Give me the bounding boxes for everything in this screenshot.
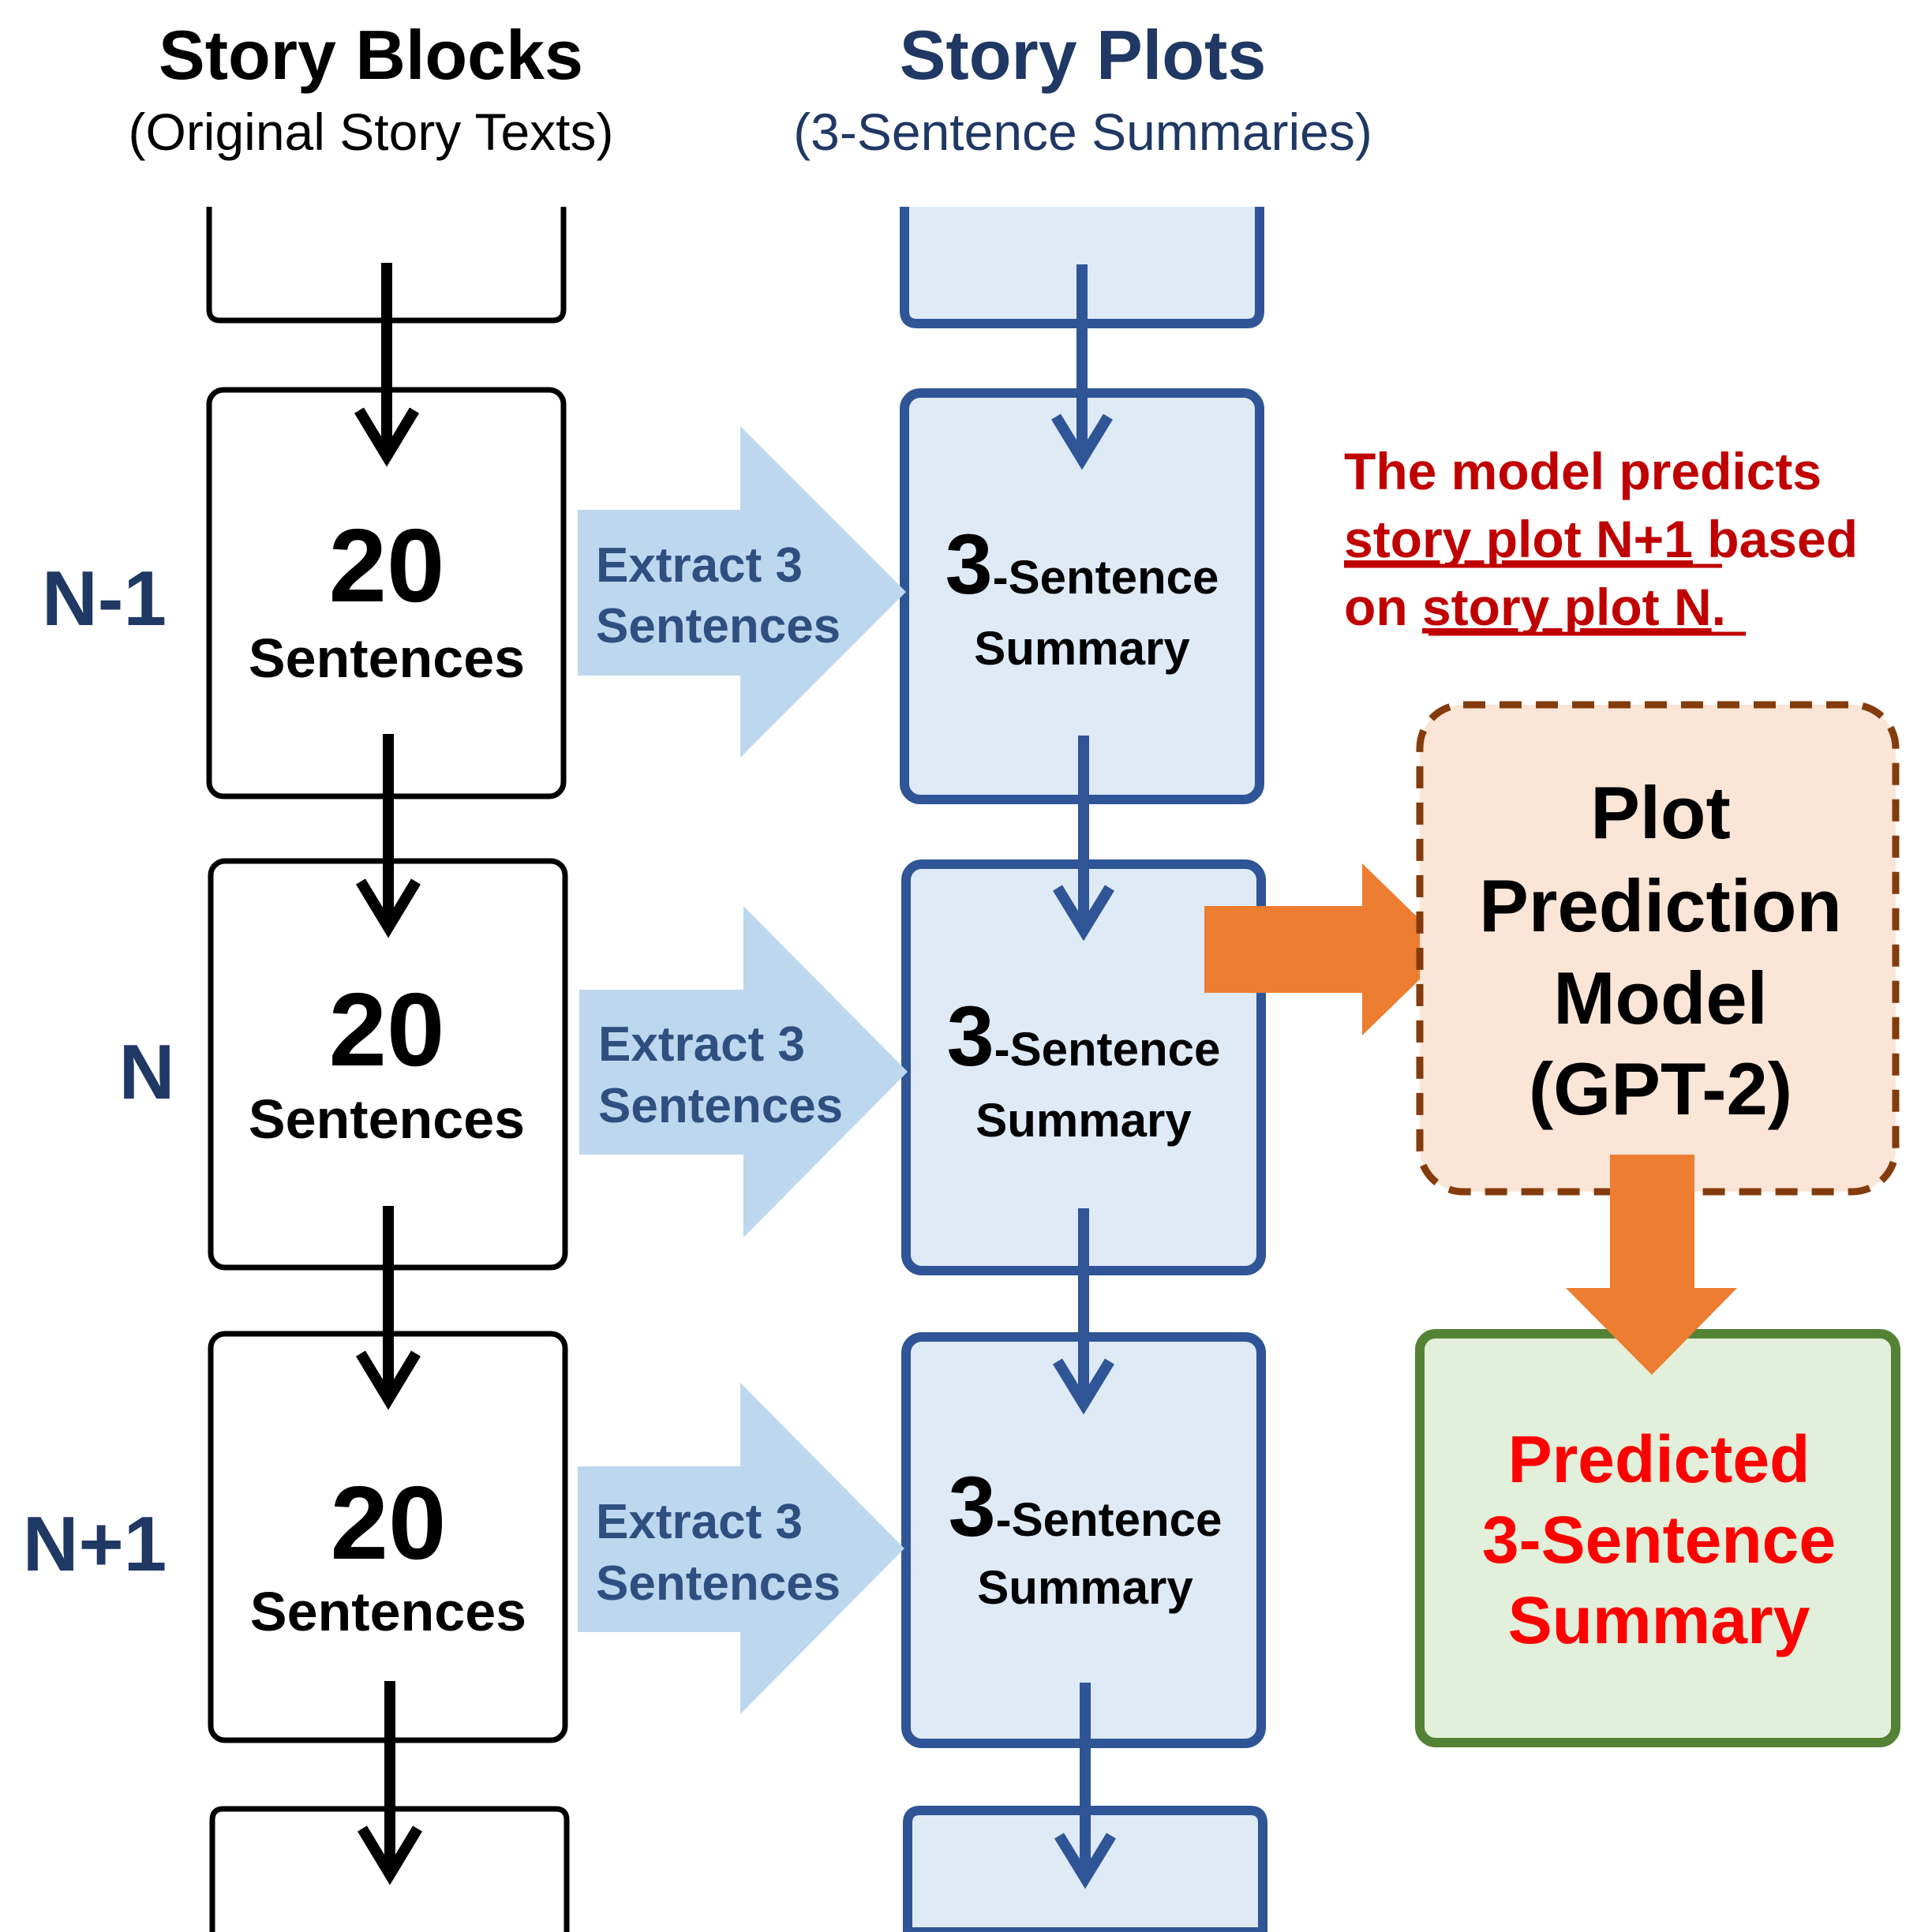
block-arrows — [354, 263, 422, 1885]
note-line3: on story plot N. — [1344, 578, 1726, 636]
plot-arrows — [1051, 264, 1116, 1889]
row-label-n-plus-1: N+1 — [23, 1500, 167, 1587]
row-label-n-minus-1: N-1 — [42, 555, 167, 642]
row-label-n: N — [119, 1028, 175, 1115]
block-word-n-minus-1: Sentences — [249, 627, 525, 689]
model-line4: (GPT-2) — [1529, 1047, 1792, 1130]
plot-arrow-2-head — [1053, 885, 1114, 942]
orange-arrow-to-model — [1204, 863, 1451, 1035]
summary-title-n-minus-1: 3-Sentence — [945, 516, 1219, 612]
block-arrow-4-head — [358, 1825, 422, 1885]
prediction-line2: 3-Sentence — [1482, 1503, 1836, 1577]
model-line1: Plot — [1590, 771, 1731, 854]
block-arrow-3-head — [356, 1350, 421, 1410]
summary-title-n-plus-1: 3-Sentence — [949, 1458, 1222, 1554]
note-line2: story plot N+1 based — [1344, 510, 1858, 568]
summary-word-n-minus-1: Summary — [974, 622, 1190, 675]
blocks-subtitle: (Original Story Texts) — [129, 103, 614, 161]
model-line2: Prediction — [1479, 864, 1842, 947]
extract-label-n-minus-1-line2: Sentences — [596, 599, 841, 653]
block-arrow-2-head — [356, 878, 421, 938]
block-word-n-plus-1: Sentences — [250, 1581, 526, 1642]
orange-arrow-to-prediction — [1566, 1155, 1737, 1375]
prediction-line3: Summary — [1508, 1583, 1810, 1657]
prediction-line1: Predicted — [1508, 1422, 1810, 1496]
plot-arrow-3-head — [1053, 1358, 1114, 1415]
summary-title-n: 3-Sentence — [947, 988, 1221, 1084]
block-count-n-plus-1: 20 — [331, 1465, 447, 1581]
extract-label-n-plus-1-line2: Sentences — [596, 1556, 841, 1611]
extract-arrow-n — [579, 906, 908, 1237]
plot-arrow-1-head — [1051, 414, 1113, 470]
plots-subtitle: (3-Sentence Summaries) — [793, 103, 1372, 161]
blocks-title: Story Blocks — [159, 16, 583, 94]
block-arrow-1-head — [354, 407, 419, 467]
plot-arrow-4-head — [1054, 1833, 1116, 1889]
note-line1: The model predicts — [1344, 442, 1822, 500]
note-underlined-plot-n: story plot N — [1422, 578, 1712, 636]
model-line3: Model — [1553, 957, 1768, 1039]
summary-word-n-plus-1: Summary — [977, 1561, 1193, 1614]
note-underlined-plot-n-plus-1: story plot N+1 — [1344, 510, 1693, 568]
extract-arrow-n-plus-1 — [578, 1383, 904, 1714]
extract-arrow-n-minus-1 — [578, 426, 906, 758]
extract-label-n-line1: Extract 3 — [598, 1017, 805, 1072]
extract-label-n-line2: Sentences — [598, 1079, 843, 1133]
block-count-n: 20 — [329, 972, 445, 1088]
summary-word-n: Summary — [975, 1094, 1192, 1147]
plot-prediction-model-box — [1416, 701, 1900, 1196]
extract-label-n-plus-1-line1: Extract 3 — [596, 1495, 803, 1549]
block-word-n: Sentences — [249, 1088, 525, 1150]
plots-title: Story Plots — [900, 16, 1267, 94]
block-count-n-minus-1: 20 — [329, 507, 445, 623]
extract-label-n-minus-1-line1: Extract 3 — [596, 538, 803, 593]
